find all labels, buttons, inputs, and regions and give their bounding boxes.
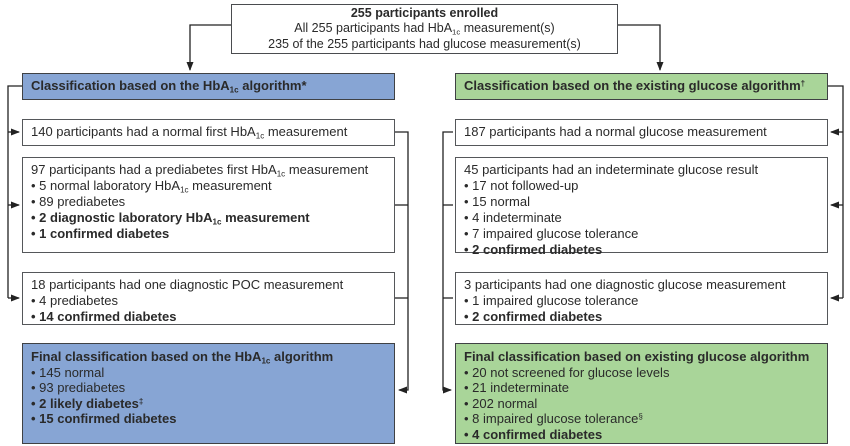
bullet-line: • 2 likely diabetes‡ bbox=[31, 395, 144, 411]
bullet-line: • 2 diagnostic laboratory HbA1c measurem… bbox=[31, 210, 310, 227]
bullet-line: • 14 confirmed diabetes bbox=[31, 309, 177, 324]
hba1c-final-box: Final classification based on the HbA1c … bbox=[22, 343, 395, 444]
bullet-line: • 15 confirmed diabetes bbox=[31, 411, 177, 427]
title-line: 140 participants had a normal first HbA1… bbox=[31, 124, 348, 141]
hba1c-collector-trunk bbox=[395, 131, 409, 394]
title-line: 3 participants had one diagnostic glucos… bbox=[464, 277, 786, 292]
bullet-line: • 17 not followed-up bbox=[464, 178, 579, 193]
glucose-algorithm-header: Classification based on the existing glu… bbox=[455, 73, 828, 100]
bullet-line: • 2 confirmed diabetes bbox=[464, 242, 603, 257]
bullet-line: • 1 confirmed diabetes bbox=[31, 226, 170, 241]
title-line: All 255 participants had HbA1c measureme… bbox=[294, 21, 555, 37]
bullet-line: • 2 confirmed diabetes bbox=[464, 309, 603, 324]
hba1c-algorithm-header: Classification based on the HbA1c algori… bbox=[22, 73, 395, 100]
title-line: 97 participants had a prediabetes first … bbox=[31, 162, 369, 179]
bullet-line: • 7 impaired glucose tolerance bbox=[464, 226, 639, 241]
bullet-line: • 4 prediabetes bbox=[31, 293, 118, 308]
bullet-line: • 8 impaired glucose tolerance§ bbox=[464, 411, 643, 427]
title-line: 255 participants enrolled bbox=[350, 6, 499, 20]
glucose-outer-trunk bbox=[828, 85, 844, 298]
hba1c-normal-box: 140 participants had a normal first HbA1… bbox=[22, 119, 395, 146]
bullet-line: • 202 normal bbox=[464, 395, 538, 411]
title-line: Final classification based on the HbA1c … bbox=[31, 349, 334, 366]
glucose-indeterminate-box: 45 participants had an indeterminate glu… bbox=[455, 157, 828, 257]
bullet-line: • 5 normal laboratory HbA1c measurement bbox=[31, 178, 272, 195]
title-line: Final classification based on existing g… bbox=[464, 349, 810, 364]
glucose-collector-trunk bbox=[442, 131, 453, 394]
hba1c-prediabetes-box: 97 participants had a prediabetes first … bbox=[22, 157, 395, 253]
glucose-final-box: Final classification based on existing g… bbox=[455, 343, 828, 444]
bullet-line: • 1 impaired glucose tolerance bbox=[464, 293, 639, 308]
hba1c-outer-trunk bbox=[7, 85, 22, 298]
bullet-line: • 93 prediabetes bbox=[31, 380, 126, 396]
title-line: 45 participants had an indeterminate glu… bbox=[464, 162, 759, 177]
arrow-top-to-hba1c-header bbox=[186, 24, 231, 71]
bullet-line: • 4 confirmed diabetes bbox=[464, 426, 603, 442]
title-line: 187 participants had a normal glucose me… bbox=[464, 124, 767, 139]
bullet-line: • 89 prediabetes bbox=[31, 194, 126, 209]
bullet-line: • 145 normal bbox=[31, 364, 105, 380]
bullet-line: • 4 indeterminate bbox=[464, 210, 562, 225]
glucose-normal-box: 187 participants had a normal glucose me… bbox=[455, 119, 828, 146]
title-line: 18 participants had one diagnostic POC m… bbox=[31, 277, 344, 292]
title-line: 235 of the 255 participants had glucose … bbox=[268, 36, 581, 51]
bullet-line: • 20 not screened for glucose levels bbox=[464, 364, 670, 380]
hba1c-poc-box: 18 participants had one diagnostic POC m… bbox=[22, 272, 395, 325]
arrow-top-to-glucose-header bbox=[618, 24, 664, 71]
bullet-line: • 21 indeterminate bbox=[464, 380, 570, 396]
bullet-line: • 15 normal bbox=[464, 194, 530, 209]
glucose-diagnostic-box: 3 participants had one diagnostic glucos… bbox=[455, 272, 828, 325]
